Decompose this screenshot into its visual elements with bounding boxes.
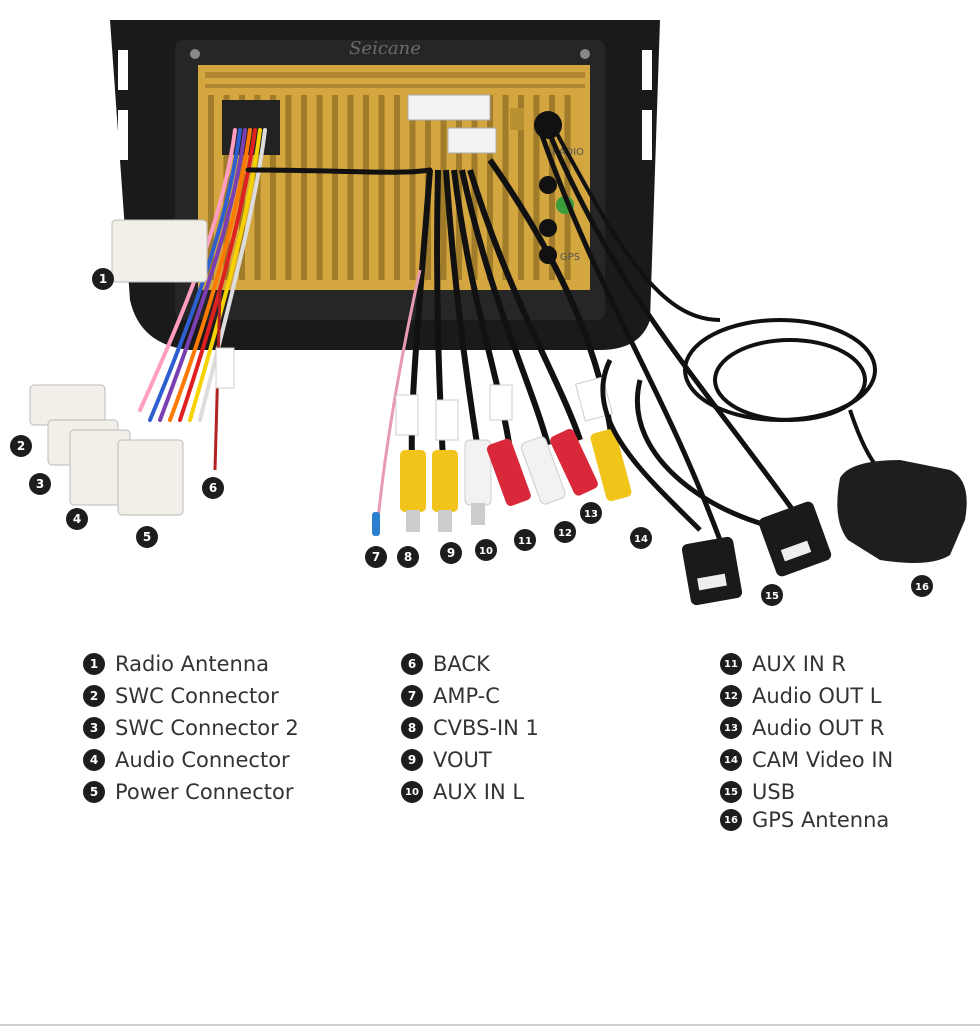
- rca-socket-a: [407, 94, 491, 121]
- callout-6: 6: [202, 477, 224, 499]
- svg-text:11: 11: [518, 536, 532, 547]
- rca-socket-b: [447, 127, 497, 154]
- legend-label: CVBS-IN 1: [433, 716, 539, 740]
- legend-item: 15 USB: [720, 780, 893, 804]
- product-photo: Seicane RADIO GPS: [10, 20, 967, 606]
- legend-label: Power Connector: [115, 780, 294, 804]
- svg-text:2: 2: [17, 439, 25, 453]
- legend-number: 9: [401, 749, 423, 771]
- legend-item: 10 AUX IN L: [401, 780, 539, 804]
- gps-antenna: [837, 460, 967, 564]
- legend-label: VOUT: [433, 748, 492, 772]
- legend-label: SWC Connector: [115, 684, 279, 708]
- legend-item: 5 Power Connector: [83, 780, 299, 804]
- bottom-divider: [0, 1024, 980, 1026]
- gps-port-label: GPS: [560, 252, 580, 263]
- svg-text:6: 6: [209, 481, 217, 495]
- callout-13: 13: [580, 502, 602, 524]
- legend-number: 2: [83, 685, 105, 707]
- brand-logo: Seicane: [349, 38, 421, 59]
- legend-number: 13: [720, 717, 742, 739]
- legend-label: Audio OUT R: [752, 716, 885, 740]
- usb-cables: [537, 129, 803, 541]
- legend-number: 14: [720, 749, 742, 771]
- legend-number: 15: [720, 781, 742, 803]
- legend-label: CAM Video IN: [752, 748, 894, 772]
- svg-text:4: 4: [73, 512, 81, 526]
- legend-label: AUX IN R: [752, 652, 846, 676]
- legend-label: GPS Antenna: [752, 808, 890, 832]
- legend-label: BACK: [433, 652, 490, 676]
- callout-9: 9: [440, 542, 462, 564]
- legend-label: Audio OUT L: [752, 684, 882, 708]
- svg-text:15: 15: [765, 591, 779, 602]
- legend-item: 4 Audio Connector: [83, 748, 299, 772]
- callout-11: 11: [514, 529, 536, 551]
- legend-label: SWC Connector 2: [115, 716, 299, 740]
- radio-antenna-plug: [111, 219, 208, 283]
- legend-number: 1: [83, 653, 105, 675]
- legend-number: 11: [720, 653, 742, 675]
- legend-column-2: 6 BACK 7 AMP-C 8 CVBS-IN 1 9 VOUT 10 AUX IN L: [401, 652, 539, 812]
- legend-label: Audio Connector: [115, 748, 290, 772]
- legend-item: 2 SWC Connector: [83, 684, 299, 708]
- svg-text:16: 16: [915, 582, 929, 593]
- callout-7: 7: [365, 546, 387, 568]
- svg-text:8: 8: [404, 550, 412, 564]
- white-connectors: [29, 219, 208, 516]
- legend-number: 8: [401, 717, 423, 739]
- legend-item: 6 BACK: [401, 652, 539, 676]
- amp-wire: [376, 269, 422, 521]
- svg-text:14: 14: [634, 534, 648, 545]
- svg-text:7: 7: [372, 550, 380, 564]
- legend-item: 8 CVBS-IN 1: [401, 716, 539, 740]
- legend-number: 10: [401, 781, 423, 803]
- svg-text:12: 12: [558, 528, 572, 539]
- legend-item: 3 SWC Connector 2: [83, 716, 299, 740]
- legend-number: 4: [83, 749, 105, 771]
- rca-plugs: [400, 428, 632, 532]
- svg-text:5: 5: [143, 530, 151, 544]
- usb-plugs: [681, 501, 832, 606]
- legend-number: 3: [83, 717, 105, 739]
- svg-text:1: 1: [99, 272, 107, 286]
- callout-8: 8: [397, 546, 419, 568]
- legend-number: 6: [401, 653, 423, 675]
- callout-12: 12: [554, 521, 576, 543]
- svg-text:3: 3: [36, 477, 44, 491]
- legend-item: 1 Radio Antenna: [83, 652, 299, 676]
- callout-4: 4: [66, 508, 88, 530]
- callout-2: 2: [10, 435, 32, 457]
- svg-text:13: 13: [584, 509, 598, 520]
- callout-10: 10: [475, 539, 497, 561]
- legend-label: AUX IN L: [433, 780, 525, 804]
- legend-item: 12 Audio OUT L: [720, 684, 893, 708]
- legend-item: 9 VOUT: [401, 748, 539, 772]
- legend-item: 11 AUX IN R: [720, 652, 893, 676]
- legend-item: 16 GPS Antenna: [720, 808, 893, 832]
- legend-item: 14 CAM Video IN: [720, 748, 893, 772]
- legend-item: 7 AMP-C: [401, 684, 539, 708]
- callout-16: 16: [911, 575, 933, 597]
- legend-label: AMP-C: [433, 684, 500, 708]
- callout-14: 14: [630, 527, 652, 549]
- legend-number: 12: [720, 685, 742, 707]
- legend-label: USB: [752, 780, 796, 804]
- legend-item: 13 Audio OUT R: [720, 716, 893, 740]
- callout-15: 15: [761, 584, 783, 606]
- legend-column-1: 1 Radio Antenna 2 SWC Connector 3 SWC Connect…: [83, 652, 299, 812]
- legend-column-3: 11 AUX IN R 12 Audio OUT L 13 Audio OUT R 14 CA…: [720, 652, 893, 836]
- legend-number: 16: [720, 809, 742, 831]
- legend-number: 5: [83, 781, 105, 803]
- chassis-vents: [205, 72, 585, 88]
- legend-number: 7: [401, 685, 423, 707]
- callout-3: 3: [29, 473, 51, 495]
- callout-5: 5: [136, 526, 158, 548]
- legend-label: Radio Antenna: [115, 652, 270, 676]
- svg-text:10: 10: [479, 546, 493, 557]
- svg-text:9: 9: [447, 546, 455, 560]
- callout-1: 1: [92, 268, 114, 290]
